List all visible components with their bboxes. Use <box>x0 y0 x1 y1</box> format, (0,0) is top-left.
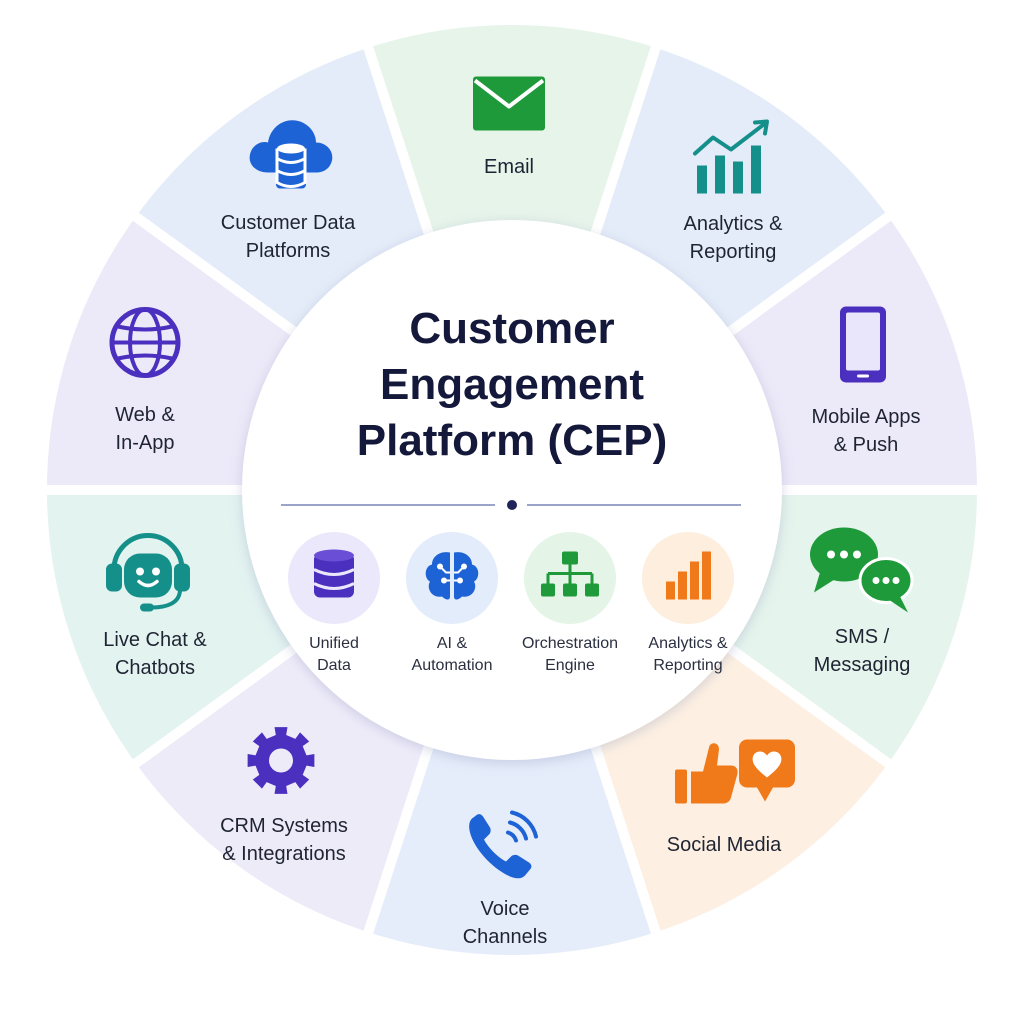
thumbs-up-heart-icon <box>673 738 797 813</box>
database-icon <box>311 548 357 609</box>
gear-icon <box>243 723 319 804</box>
envelope-icon <box>471 75 547 138</box>
page-title: Customer Engagement Platform (CEP) <box>292 301 732 469</box>
core-label-ai: AI &Automation <box>411 635 493 674</box>
channel-label-email: Email <box>483 156 534 178</box>
globe-icon <box>107 305 183 386</box>
title-line-2: Engagement <box>379 360 645 409</box>
title-line-3: Platform (CEP) <box>356 416 668 465</box>
cloud-database-icon <box>246 115 336 200</box>
title-line-1: Customer <box>409 304 615 353</box>
channel-label-chat: Live Chat &Chatbots <box>103 629 207 679</box>
ai-brain-icon <box>422 549 482 608</box>
channel-label-analytics: Analytics &Reporting <box>683 213 783 263</box>
smartphone-icon <box>837 304 889 391</box>
divider-dot <box>507 500 517 510</box>
channel-label-mobile: Mobile Apps& Push <box>811 406 921 456</box>
core-circle-analytics <box>642 532 734 624</box>
core-label-analytics: Analytics &Reporting <box>648 635 728 674</box>
channel-label-web: Web &In-App <box>115 404 175 454</box>
channel-label-sms: SMS /Messaging <box>813 626 911 676</box>
divider-right <box>527 504 741 506</box>
divider-left <box>281 504 495 506</box>
bar-chart-trend-icon <box>691 119 775 201</box>
channel-label-social: Social Media <box>666 834 782 856</box>
hierarchy-icon <box>540 550 600 607</box>
bar-chart-icon <box>664 550 712 607</box>
channel-label-crm: CRM Systems& Integrations <box>220 815 348 865</box>
center-disc <box>242 220 782 760</box>
headset-bot-icon <box>100 524 196 621</box>
chat-bubbles-icon <box>808 525 916 620</box>
phone-icon <box>464 810 540 890</box>
